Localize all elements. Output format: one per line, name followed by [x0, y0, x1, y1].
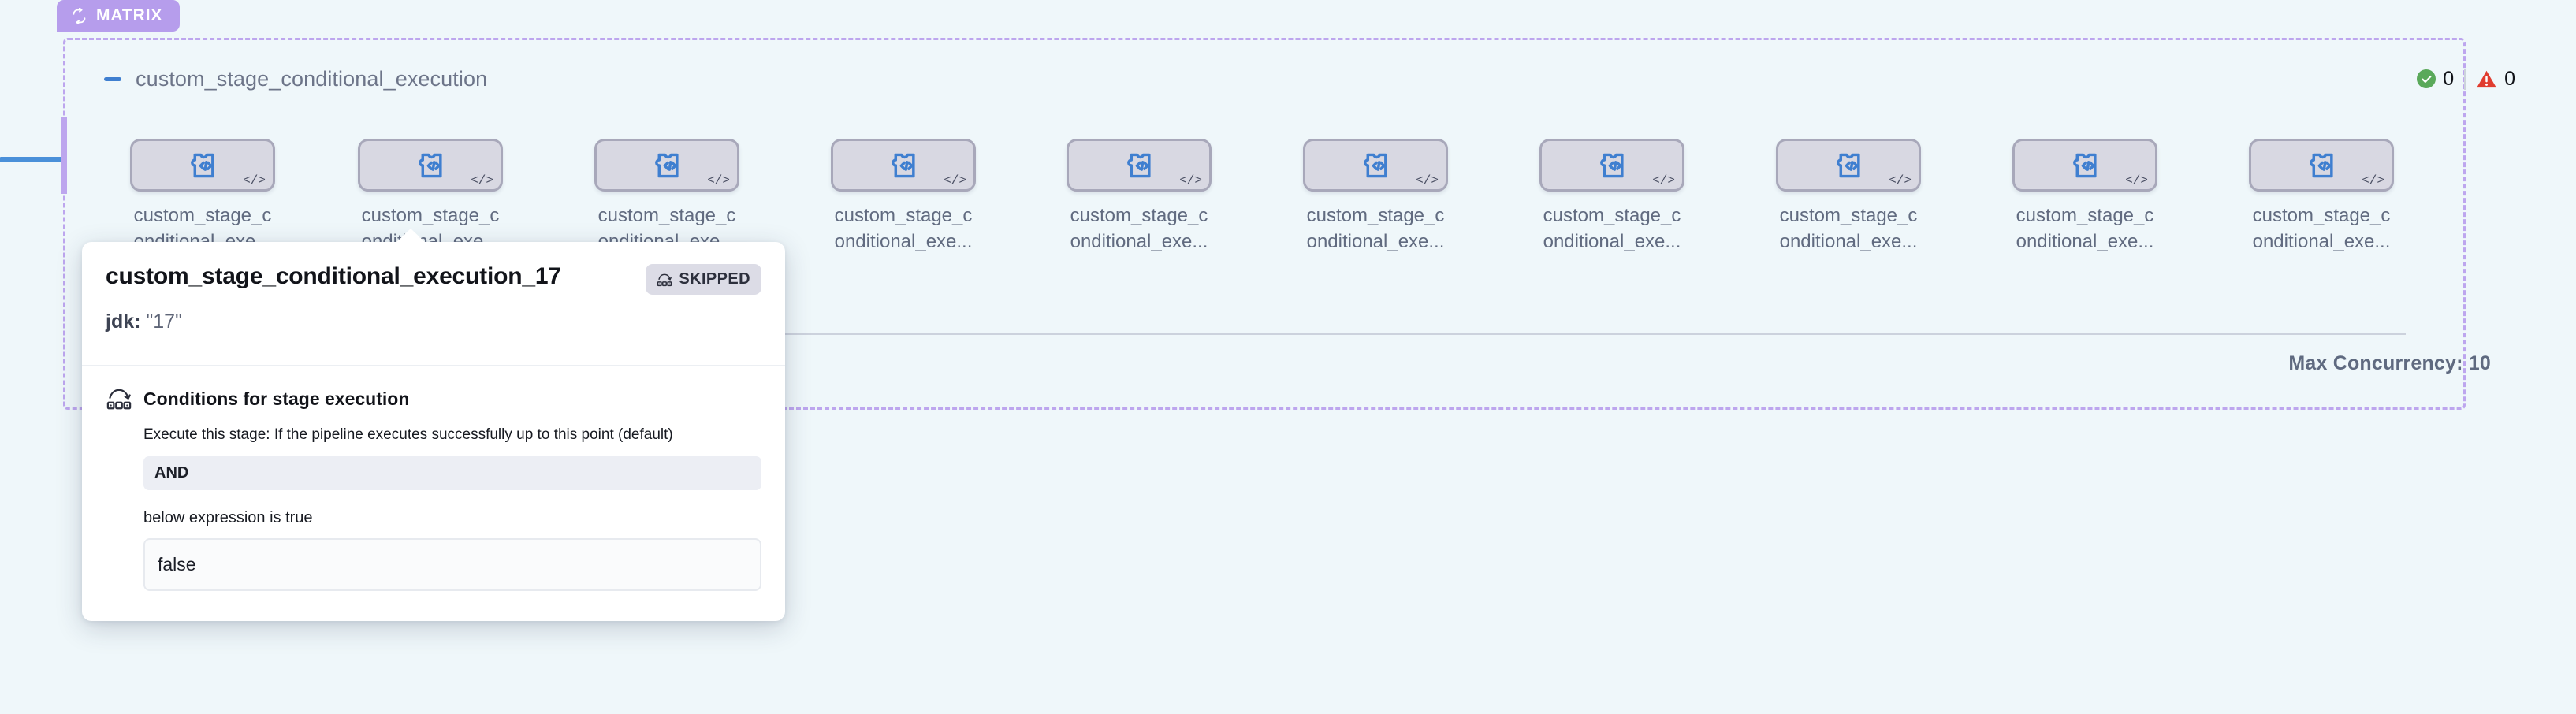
node-box[interactable]: </> [130, 139, 275, 192]
success-count: 0 [2443, 67, 2455, 90]
matrix-node[interactable]: </> custom_stage_conditional_exe... [130, 139, 275, 255]
node-label: custom_stage_conditional_exe... [2016, 205, 2154, 253]
success-counter: 0 [2407, 68, 2464, 91]
custom-stage-code-icon [650, 148, 684, 183]
warning-counter: 0 [2466, 68, 2526, 91]
matrix-group-left-edge-accent [61, 117, 67, 194]
code-brackets-icon: </> [1416, 173, 1439, 188]
node-box[interactable]: </> [358, 139, 503, 192]
status-badge: SKIPPED [646, 264, 761, 295]
node-label: custom_stage_conditional_exe... [1543, 205, 1681, 253]
code-brackets-icon: </> [2125, 173, 2148, 188]
code-brackets-icon: </> [471, 173, 493, 188]
matrix-node[interactable]: </> custom_stage_conditional_exe... [358, 139, 503, 255]
node-label: custom_stage_conditional_exe... [1070, 205, 1208, 253]
stage-detail-popover: custom_stage_conditional_execution_17 [82, 229, 785, 621]
node-box[interactable]: </> [2012, 139, 2157, 192]
node-label: custom_stage_conditional_exe... [1779, 205, 1918, 253]
code-brackets-icon: </> [707, 173, 730, 188]
code-brackets-icon: </> [1179, 173, 1202, 188]
matrix-node[interactable]: </> custom_stage_conditional_exe... [1539, 139, 1684, 255]
popover-header: custom_stage_conditional_execution_17 [82, 242, 785, 366]
group-status-counters: 0 0 [2407, 68, 2526, 91]
condition-operator-field: AND [143, 456, 761, 490]
group-title: custom_stage_conditional_execution [136, 66, 488, 91]
skip-over-icon [657, 273, 672, 287]
matrix-node[interactable]: </> custom_stage_conditional_exe... [2012, 139, 2157, 255]
conditions-title: Conditions for stage execution [143, 388, 410, 409]
node-box[interactable]: </> [831, 139, 976, 192]
check-circle-icon [2417, 69, 2436, 88]
collapse-minus-icon[interactable] [101, 67, 125, 91]
group-footer-divider [101, 333, 2406, 335]
conditions-description: Execute this stage: If the pipeline exec… [143, 426, 673, 443]
custom-stage-code-icon [1122, 148, 1156, 183]
matrix-node[interactable]: </> custom_stage_conditional_exe... [2249, 139, 2394, 255]
max-concurrency-label: Max Concurrency: 10 [2288, 352, 2491, 374]
counter-divider [2464, 68, 2466, 90]
code-brackets-icon: </> [1652, 173, 1675, 188]
popover-meta: jdk: "17" [106, 311, 761, 333]
custom-stage-code-icon [2068, 148, 2102, 183]
code-brackets-icon: </> [243, 173, 266, 188]
meta-value: "17" [146, 311, 182, 333]
matrix-badge-label: MATRIX [96, 6, 163, 24]
matrix-badge[interactable]: MATRIX [57, 0, 181, 32]
warning-count: 0 [2504, 67, 2515, 90]
node-box[interactable]: </> [594, 139, 739, 192]
custom-stage-code-icon [1831, 148, 1866, 183]
popover-conditions-section: Conditions for stage execution Execute t… [82, 366, 785, 621]
node-box[interactable]: </> [1776, 139, 1921, 192]
node-box[interactable]: </> [1067, 139, 1212, 192]
group-header: custom_stage_conditional_execution 0 [101, 63, 2526, 95]
popover-title: custom_stage_conditional_execution_17 [106, 263, 561, 289]
warning-triangle-icon [2476, 69, 2497, 89]
matrix-node[interactable]: </> custom_stage_conditional_exe... [1303, 139, 1448, 255]
popover-arrow [396, 229, 426, 243]
incoming-connector-line [0, 157, 65, 162]
matrix-node[interactable]: </> custom_stage_conditional_exe... [831, 139, 976, 255]
status-badge-label: SKIPPED [679, 270, 750, 288]
loop-icon [71, 7, 87, 24]
node-box[interactable]: </> [1303, 139, 1448, 192]
matrix-node[interactable]: </> custom_stage_conditional_exe... [1776, 139, 1921, 255]
conditions-flow-icon [106, 387, 132, 411]
meta-key: jdk: [106, 311, 141, 333]
custom-stage-code-icon [886, 148, 921, 183]
node-label: custom_stage_conditional_exe... [1306, 205, 1445, 253]
node-box[interactable]: </> [1539, 139, 1684, 192]
code-brackets-icon: </> [2362, 173, 2384, 188]
code-brackets-icon: </> [944, 173, 966, 188]
node-label: custom_stage_conditional_exe... [2252, 205, 2391, 253]
code-brackets-icon: </> [1889, 173, 1912, 188]
custom-stage-code-icon [1595, 148, 1629, 183]
custom-stage-code-icon [413, 148, 448, 183]
matrix-group-container [63, 38, 2466, 410]
node-label: custom_stage_conditional_exe... [834, 205, 973, 253]
expression-label: below expression is true [143, 508, 313, 526]
custom-stage-code-icon [185, 148, 220, 183]
custom-stage-code-icon [2304, 148, 2339, 183]
custom-stage-code-icon [1358, 148, 1393, 183]
matrix-node[interactable]: </> custom_stage_conditional_exe... [594, 139, 739, 255]
node-box[interactable]: </> [2249, 139, 2394, 192]
matrix-node[interactable]: </> custom_stage_conditional_exe... [1067, 139, 1212, 255]
expression-value-field: false [143, 537, 761, 591]
